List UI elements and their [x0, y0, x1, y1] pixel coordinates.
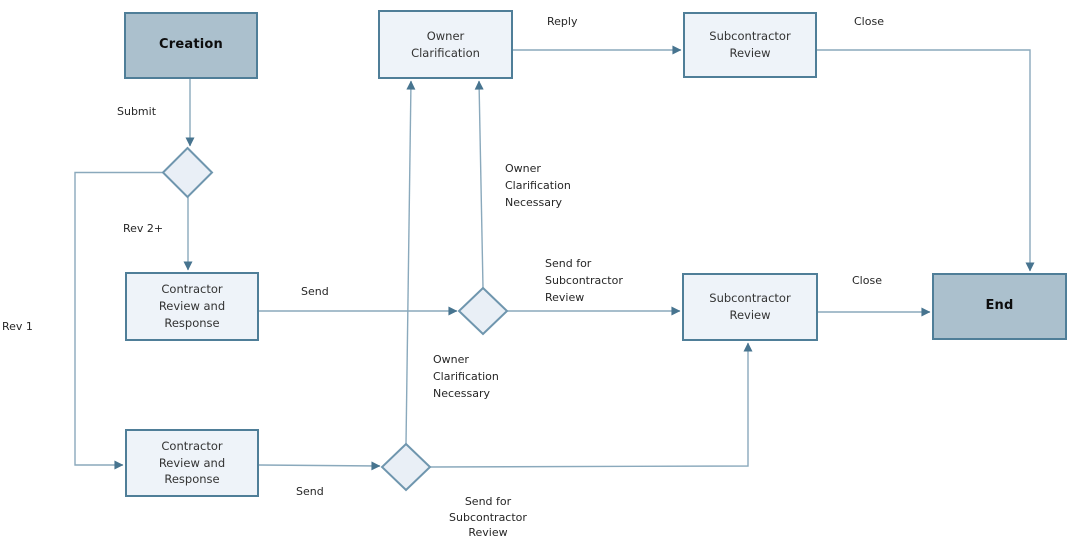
node-creation: Creation — [124, 12, 258, 79]
edge-label-close-mid: Close — [852, 274, 882, 287]
edge-label-send-mid: Send — [301, 285, 329, 298]
edge-label-submit: Submit — [117, 105, 157, 118]
edge-send-for-sub-review-bottom-arrow — [429, 342, 753, 468]
edge-label-send-bottom: Send — [296, 485, 324, 498]
node-contractor-review-mid: Contractor Review and Response — [125, 272, 259, 341]
edge-send-bottom-arrow — [258, 461, 381, 471]
node-contractor-review-bottom: Contractor Review and Response — [125, 429, 259, 497]
node-subcontractor-review-mid: Subcontractor Review — [682, 273, 818, 341]
node-owner-clarification: Owner Clarification — [378, 10, 513, 79]
edge-label-owner-clarification-necessary-mid: Owner Clarification Necessary — [505, 162, 571, 209]
edge-label-send-for-subcontractor-review-bottom: Send for Subcontractor Review — [449, 495, 527, 539]
edge-label-rev2: Rev 2+ — [123, 222, 164, 235]
edge-owner-clarification-bottom-arrow — [405, 80, 416, 445]
edge-rev1-arrow — [74, 171, 163, 470]
edge-label-rev1: Rev 1 — [2, 320, 33, 333]
node-subcontractor-review-top: Subcontractor Review — [683, 12, 817, 78]
edge-label-owner-clarification-necessary-bottom: Owner Clarification Necessary — [433, 353, 499, 400]
edge-label-reply: Reply — [547, 15, 578, 28]
decision-after-creation-diamond — [161, 146, 214, 199]
edge-label-close-top: Close — [854, 15, 884, 28]
decision-bottom-row-diamond — [380, 442, 432, 492]
node-end: End — [932, 273, 1067, 340]
decision-mid-row-diamond — [457, 286, 509, 336]
edge-owner-clarification-mid-arrow — [474, 80, 484, 289]
edge-close-top-arrow — [817, 49, 1035, 272]
edge-label-send-for-subcontractor-review-mid: Send for Subcontractor Review — [545, 257, 623, 304]
